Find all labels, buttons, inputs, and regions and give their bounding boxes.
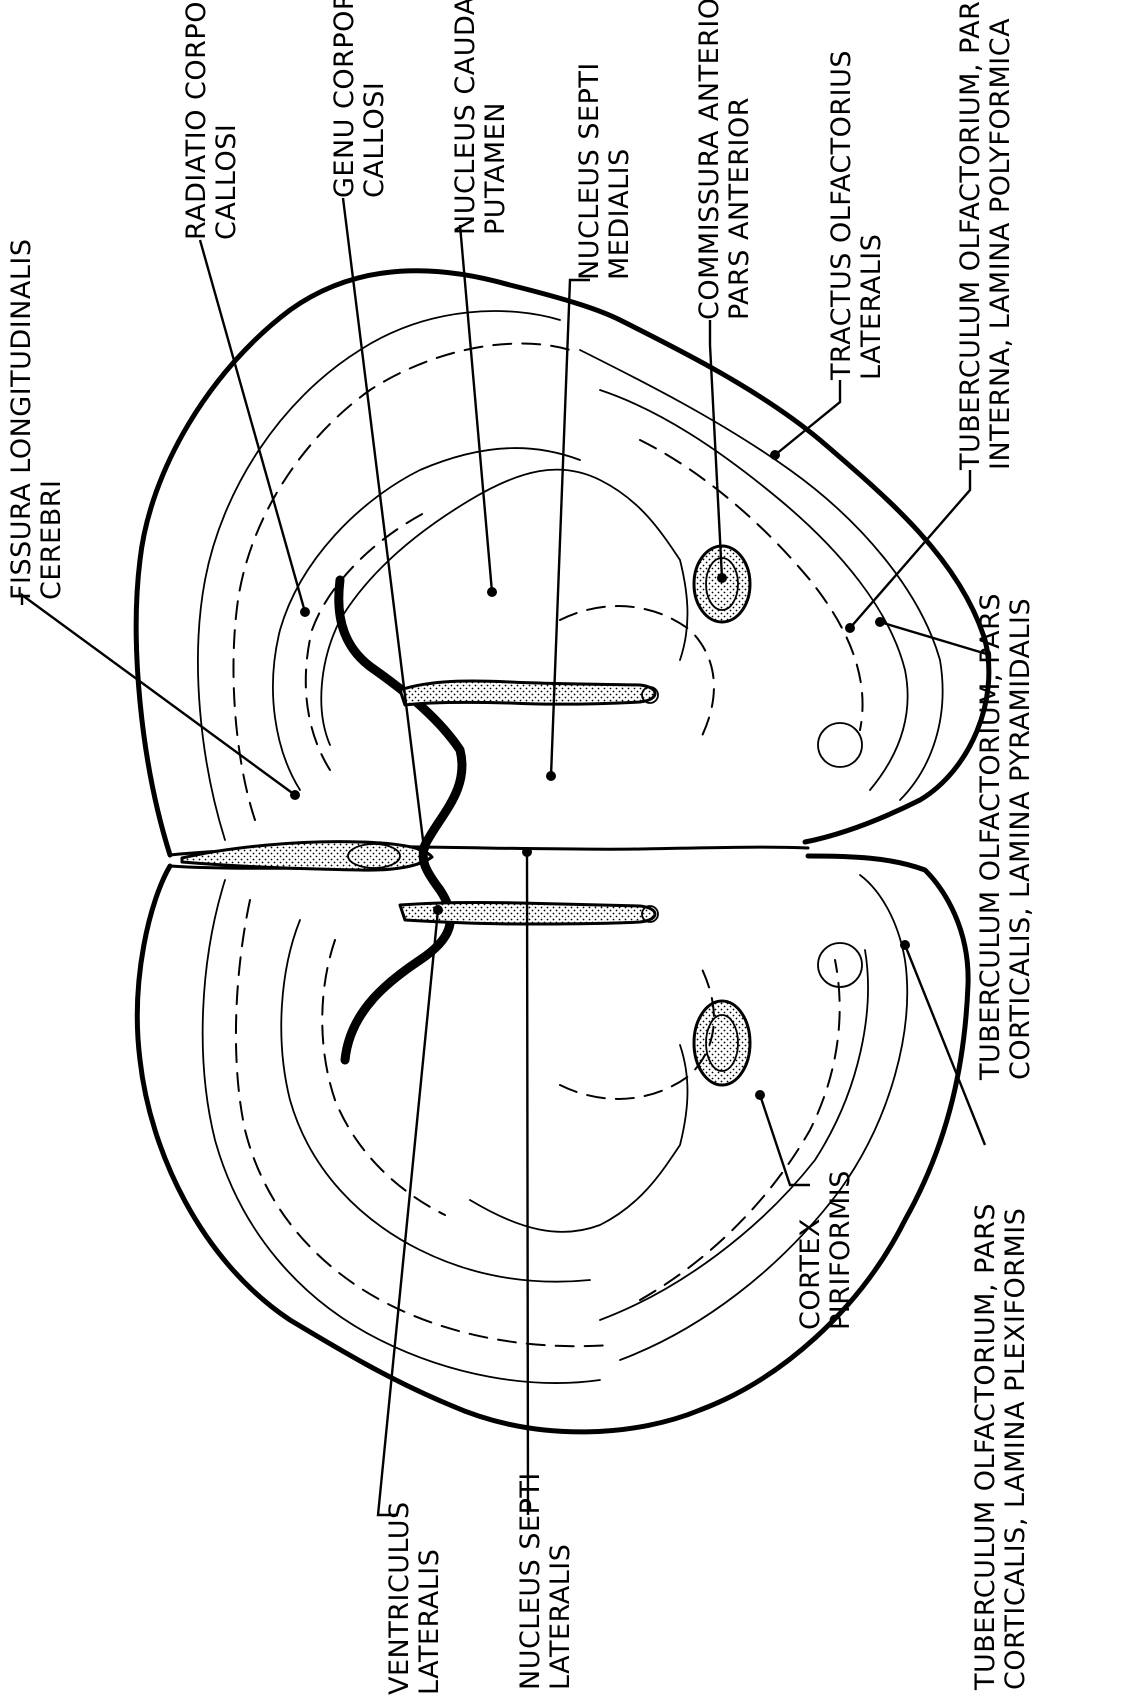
label-septi-medialis-line1: NUCLEUS SEPTI — [574, 62, 605, 280]
svg-text:TUBERCULUM OLFACTORIUM, PARS: TUBERCULUM OLFACTORIUM, PARS — [975, 593, 1006, 1081]
svg-text:RADIATIO CORPORIS: RADIATIO CORPORIS — [181, 0, 212, 240]
label-caudatus-line2: PUTAMEN — [480, 102, 511, 235]
fissura-longitudinalis-region — [182, 842, 432, 870]
svg-text:TUBERCULUM OLFACTORIUM, PARS: TUBERCULUM OLFACTORIUM, PARS — [970, 1203, 1001, 1691]
svg-text:FISSURA LONGITUDINALIS: FISSURA LONGITUDINALIS — [6, 239, 37, 601]
label-septi-medialis-line2: MEDIALIS — [604, 148, 635, 280]
label-polyformica-line1: TUBERCULUM OLFACTORIUM, PARS — [955, 0, 986, 471]
svg-text:CALLOSI: CALLOSI — [359, 82, 390, 198]
label-tuberculum-polyformica: TUBERCULUM OLFACTORIUM, PARS INTERNA, LA… — [955, 0, 1016, 471]
label-septi-medialis: NUCLEUS SEPTI MEDIALIS — [574, 62, 635, 280]
label-septi-lateralis-line1: NUCLEUS SEPTI — [515, 1472, 546, 1690]
label-fissura-line1: FISSURA LONGITUDINALIS — [6, 239, 37, 601]
label-ventriculus-line2: LATERALIS — [414, 1549, 445, 1695]
label-plexiformis-line2: CORTICALIS, LAMINA PLEXIFORMIS — [1000, 1208, 1031, 1690]
label-tractus-line2: LATERALIS — [856, 234, 887, 380]
svg-text:MEDIALIS: MEDIALIS — [604, 148, 635, 280]
label-cortex-line1: CORTEX — [795, 1218, 826, 1330]
label-caudatus-line1: NUCLEUS CAUDATUS — [450, 0, 481, 235]
label-tractus-line1: TRACTUS OLFACTORIUS — [826, 50, 857, 381]
svg-text:TRACTUS OLFACTORIUS: TRACTUS OLFACTORIUS — [826, 50, 857, 381]
label-tuberculum-pyramidalis: TUBERCULUM OLFACTORIUM, PARS CORTICALIS,… — [975, 593, 1036, 1081]
svg-text:COMMISSURA ANTERIOR,: COMMISSURA ANTERIOR, — [694, 0, 725, 320]
label-tractus: TRACTUS OLFACTORIUS LATERALIS — [826, 50, 887, 381]
label-cortex-piriformis: CORTEX PIRIFORMIS — [795, 1170, 856, 1330]
label-septi-lateralis: NUCLEUS SEPTI LATERALIS — [515, 1472, 576, 1690]
svg-text:PUTAMEN: PUTAMEN — [480, 102, 511, 235]
label-septi-lateralis-line2: LATERALIS — [545, 1544, 576, 1690]
svg-text:INTERNA, LAMINA POLYFORMICA: INTERNA, LAMINA POLYFORMICA — [985, 18, 1016, 470]
svg-text:NUCLEUS SEPTI: NUCLEUS SEPTI — [515, 1472, 546, 1690]
svg-text:VENTRICULUS: VENTRICULUS — [384, 1501, 415, 1695]
svg-text:GENU CORPORIS: GENU CORPORIS — [329, 0, 360, 198]
svg-text:PIRIFORMIS: PIRIFORMIS — [825, 1170, 856, 1330]
label-polyformica-line2: INTERNA, LAMINA POLYFORMICA — [985, 18, 1016, 470]
label-fissura: FISSURA LONGITUDINALIS CEREBRI — [6, 239, 67, 601]
label-commissura: COMMISSURA ANTERIOR, PARS ANTERIOR — [694, 0, 755, 320]
label-radiatio: RADIATIO CORPORIS CALLOSI — [181, 0, 242, 240]
svg-text:LATERALIS: LATERALIS — [856, 234, 887, 380]
svg-text:PARS ANTERIOR: PARS ANTERIOR — [724, 97, 755, 320]
commissura-anterior-shapes — [694, 546, 862, 1085]
label-genu: GENU CORPORIS CALLOSI — [329, 0, 390, 198]
ventricular-system — [339, 580, 658, 1060]
svg-text:NUCLEUS SEPTI: NUCLEUS SEPTI — [574, 62, 605, 280]
svg-text:LATERALIS: LATERALIS — [414, 1549, 445, 1695]
label-radiatio-line1: RADIATIO CORPORIS — [181, 0, 212, 240]
striatum-lines — [470, 470, 714, 1232]
svg-text:LATERALIS: LATERALIS — [545, 1544, 576, 1690]
label-genu-line2: CALLOSI — [359, 82, 390, 198]
svg-text:CALLOSI: CALLOSI — [211, 124, 242, 240]
svg-text:CORTICALIS, LAMINA PYRAMIDALIS: CORTICALIS, LAMINA PYRAMIDALIS — [1005, 598, 1036, 1080]
label-cortex-line2: PIRIFORMIS — [825, 1170, 856, 1330]
label-commissura-line1: COMMISSURA ANTERIOR, — [694, 0, 725, 320]
label-pyramidalis-line2: CORTICALIS, LAMINA PYRAMIDALIS — [1005, 598, 1036, 1080]
label-plexiformis-line1: TUBERCULUM OLFACTORIUM, PARS — [970, 1203, 1001, 1691]
svg-text:NUCLEUS CAUDATUS: NUCLEUS CAUDATUS — [450, 0, 481, 235]
svg-text:CORTICALIS, LAMINA PLEXIFORMIS: CORTICALIS, LAMINA PLEXIFORMIS — [1000, 1208, 1031, 1690]
label-ventriculus-line1: VENTRICULUS — [384, 1501, 415, 1695]
label-commissura-line2: PARS ANTERIOR — [724, 97, 755, 320]
svg-text:CEREBRI: CEREBRI — [36, 480, 67, 600]
label-ventriculus: VENTRICULUS LATERALIS — [384, 1501, 445, 1695]
label-tuberculum-plexiformis: TUBERCULUM OLFACTORIUM, PARS CORTICALIS,… — [970, 1203, 1031, 1691]
label-pyramidalis-line1: TUBERCULUM OLFACTORIUM, PARS — [975, 593, 1006, 1081]
label-radiatio-line2: CALLOSI — [211, 124, 242, 240]
upper-cortex-lines — [198, 311, 943, 840]
label-fissura-line2: CEREBRI — [36, 480, 67, 600]
label-genu-line1: GENU CORPORIS — [329, 0, 360, 198]
svg-text:TUBERCULUM OLFACTORIUM, PARS: TUBERCULUM OLFACTORIUM, PARS — [955, 0, 986, 471]
label-caudatus: NUCLEUS CAUDATUS PUTAMEN — [450, 0, 511, 235]
svg-text:CORTEX: CORTEX — [795, 1218, 826, 1330]
